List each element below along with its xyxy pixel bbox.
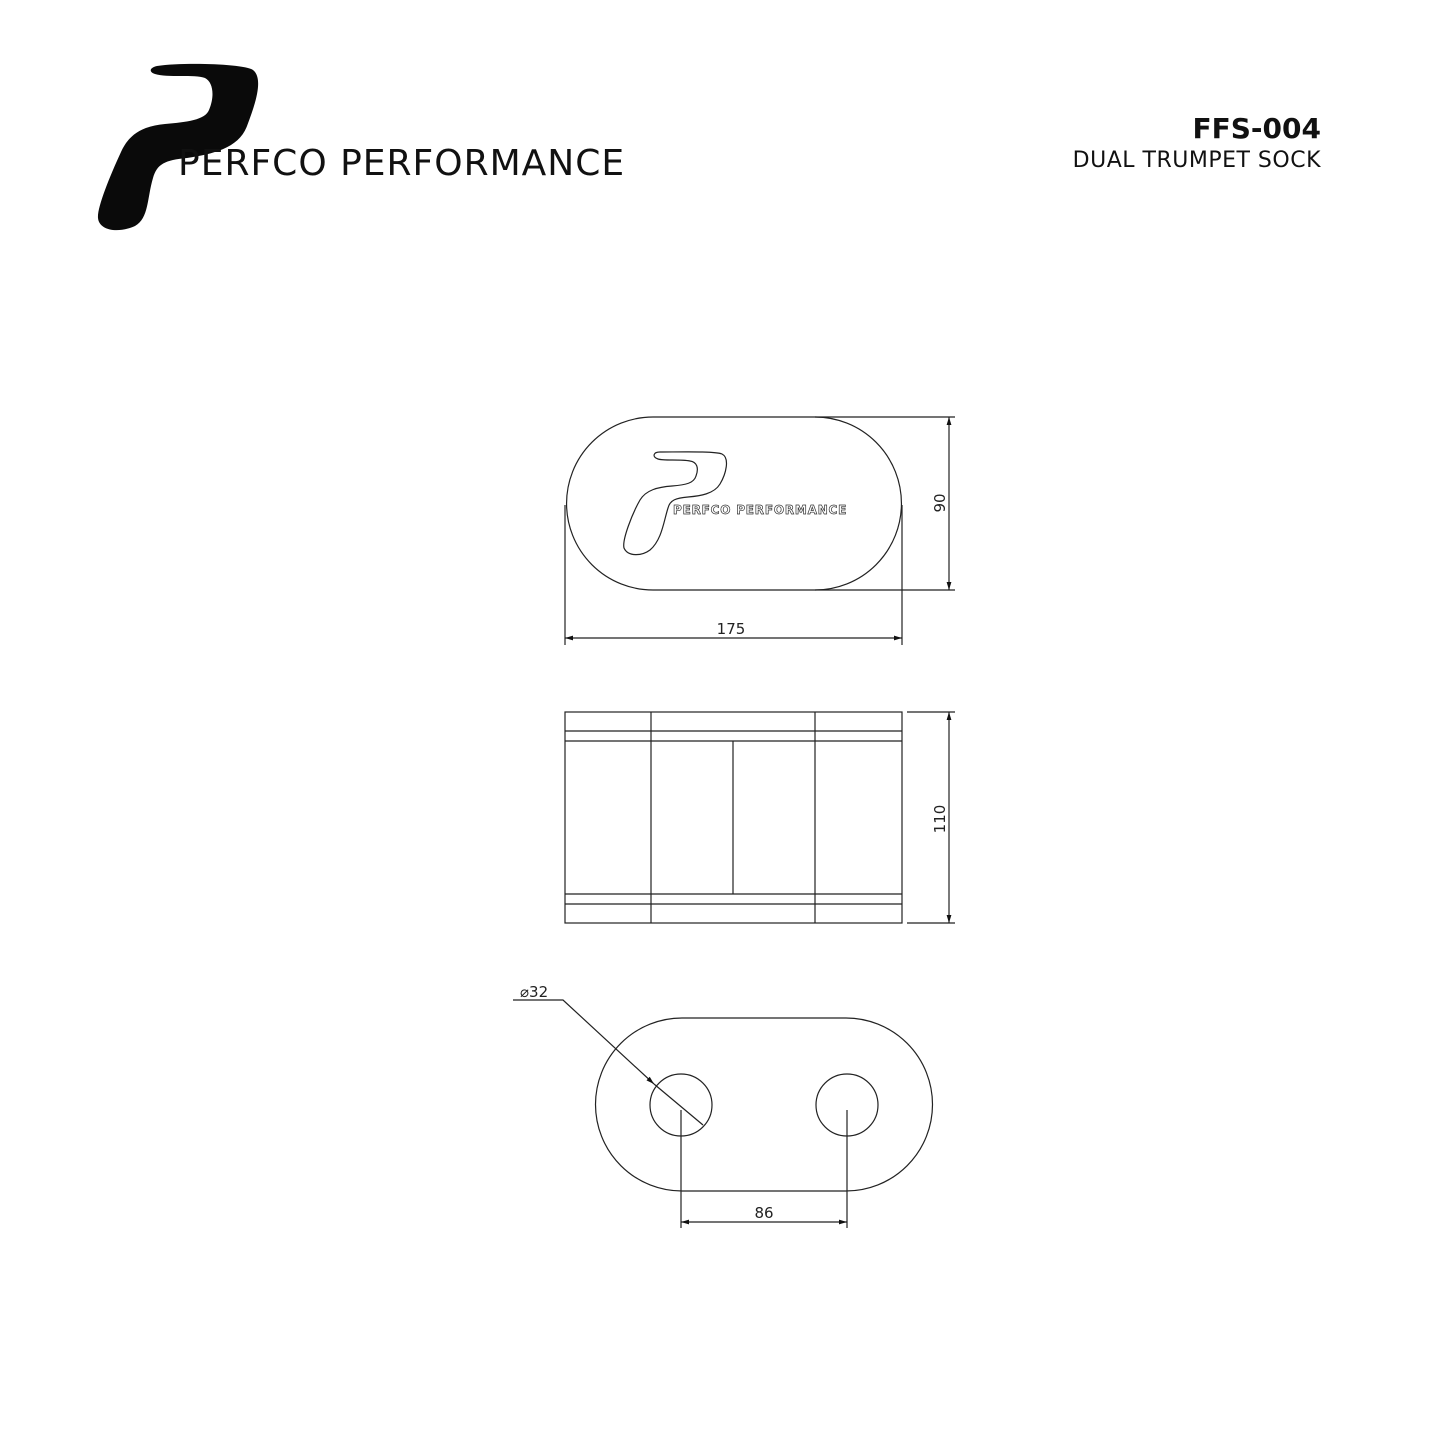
hole-diameter-label: ⌀32 xyxy=(520,983,548,1001)
height-dimension-label: 90 xyxy=(931,493,949,512)
hole-spacing-label: 86 xyxy=(754,1204,773,1222)
part-description: DUAL TRUMPET SOCK xyxy=(1072,148,1321,173)
embossed-brand-text: PERFCO PERFORMANCE xyxy=(673,503,847,517)
width-dimension-label: 175 xyxy=(717,620,746,638)
perfco-p-logo-icon xyxy=(97,63,259,231)
side-height-dimension-label: 110 xyxy=(931,805,949,834)
bottom-view xyxy=(513,999,934,1228)
brand-name: PERFCO PERFORMANCE xyxy=(178,143,626,184)
part-number: FFS-004 xyxy=(1192,112,1322,145)
side-view xyxy=(564,711,955,924)
embossed-logo-icon xyxy=(623,451,728,556)
top-view xyxy=(564,416,955,645)
